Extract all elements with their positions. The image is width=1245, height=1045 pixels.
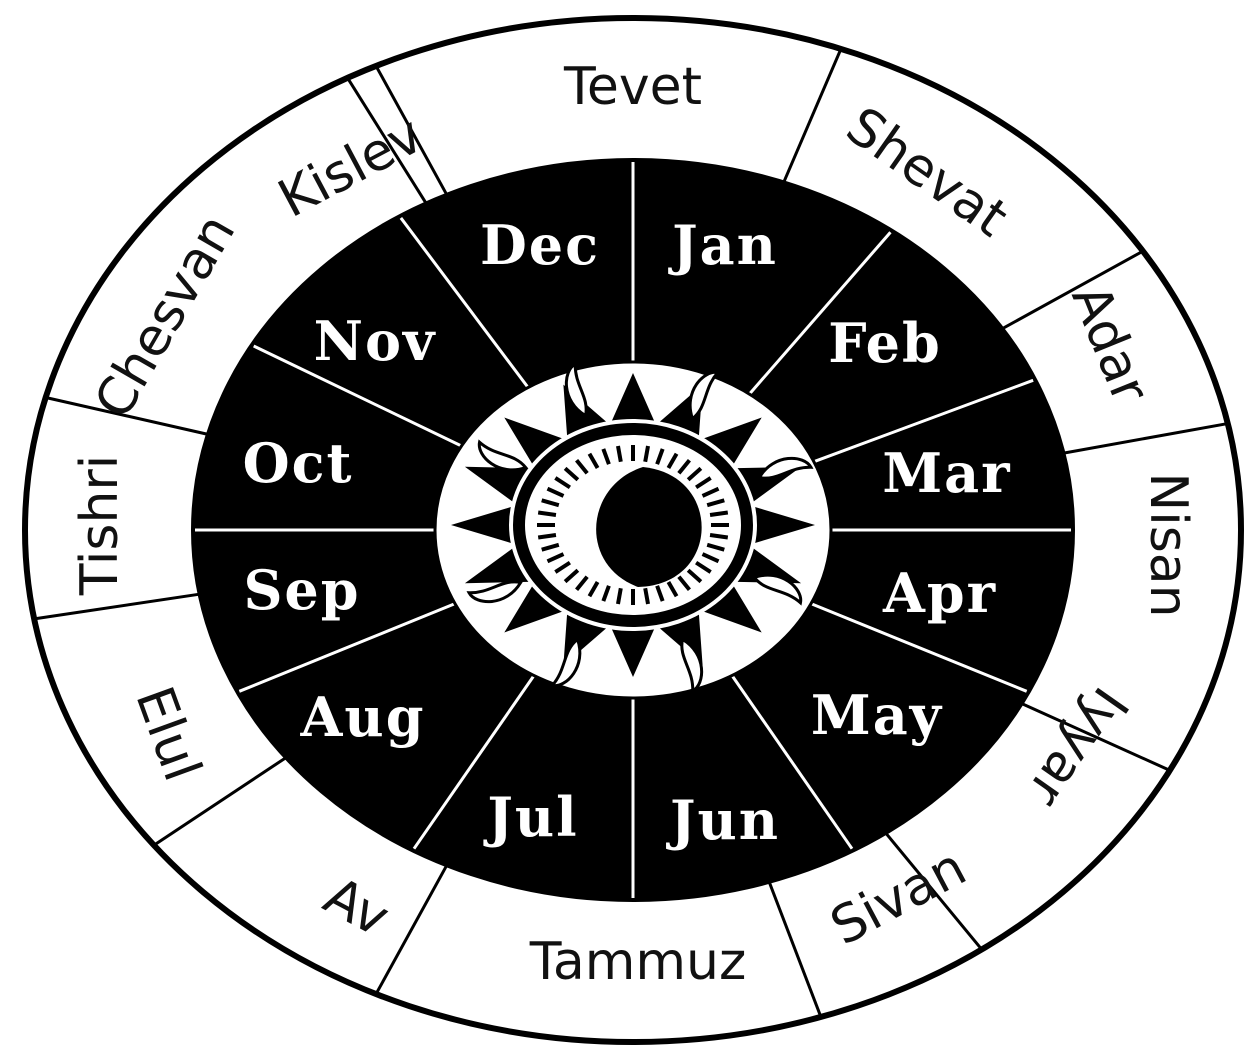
gregorian-month-label: Sep: [243, 558, 360, 622]
gregorian-month-label: Jan: [668, 213, 778, 277]
gregorian-month-label: Aug: [300, 685, 426, 749]
sun-tick: [538, 512, 556, 515]
sun-tick: [645, 446, 648, 462]
sun-tick: [538, 535, 556, 538]
gregorian-month-label: Oct: [243, 431, 354, 495]
gregorian-month-label: Jul: [483, 785, 578, 849]
sun-tick: [645, 588, 648, 604]
hebrew-month-label: Tevet: [563, 57, 702, 117]
hebrew-month-label: Tishri: [70, 455, 130, 597]
sun-tick: [618, 588, 621, 604]
sun-tick: [710, 512, 728, 515]
hebrew-month-label: Tammuz: [529, 932, 747, 992]
gregorian-month-label: Mar: [882, 441, 1011, 505]
gregorian-month-label: Nov: [314, 309, 437, 373]
sun-moon-icon: [435, 362, 831, 698]
sun-tick: [710, 535, 728, 538]
sun-tick: [618, 446, 621, 462]
gregorian-month-label: Jun: [666, 788, 780, 852]
gregorian-month-label: Dec: [480, 213, 600, 277]
gregorian-month-label: Apr: [882, 561, 997, 625]
hebrew-month-label: Nisan: [1138, 472, 1198, 617]
gregorian-month-label: Feb: [828, 311, 942, 375]
gregorian-month-label: May: [811, 683, 943, 747]
